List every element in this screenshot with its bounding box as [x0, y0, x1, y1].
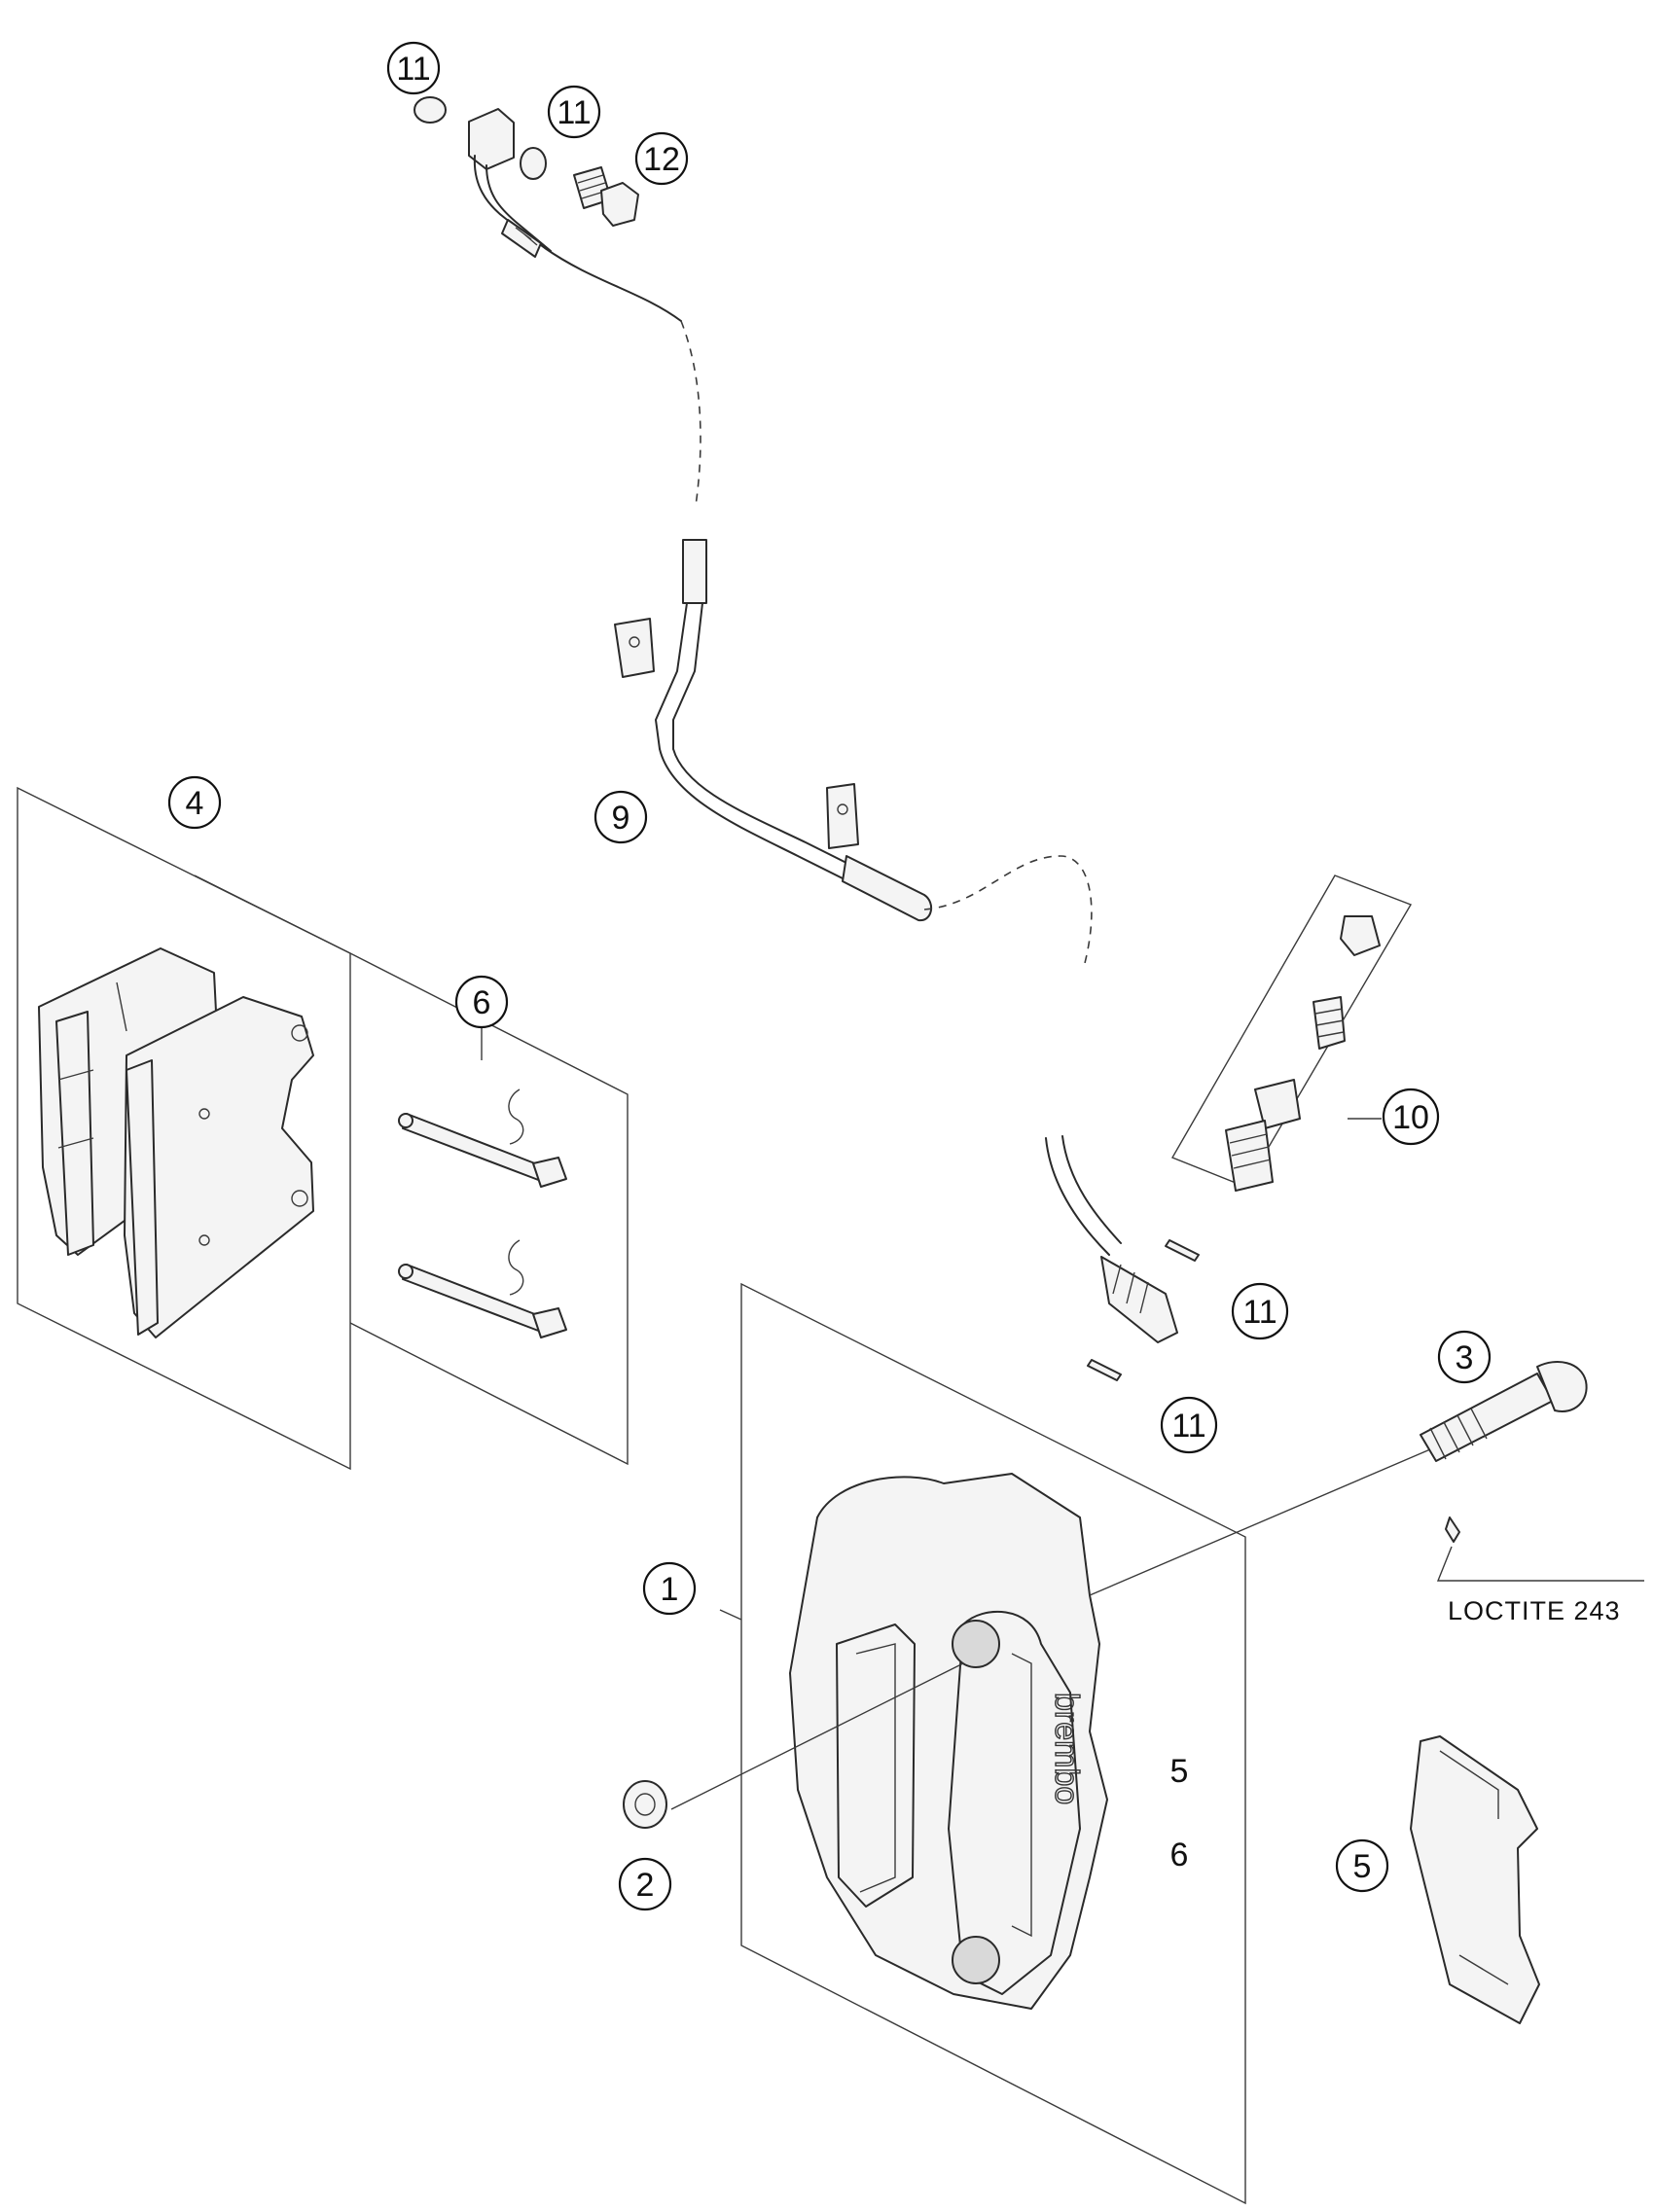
hose-crimp-middle	[682, 539, 707, 604]
caliper-bolt-hole-bottom	[952, 1936, 1000, 1984]
washer-top-left	[414, 96, 447, 124]
svg-text:9: 9	[612, 800, 630, 837]
svg-text:10: 10	[1392, 1099, 1429, 1136]
callout-2: 2	[618, 1857, 672, 1911]
svg-text:11: 11	[1171, 1408, 1205, 1445]
hose-bracket-upper	[614, 618, 655, 678]
banjo-bolt	[573, 166, 639, 227]
hose-fitting-lower	[1100, 1256, 1178, 1343]
callout-1: 1	[642, 1561, 697, 1616]
loctite-note: LOCTITE 243	[1448, 1596, 1621, 1625]
callout-12: 12	[634, 131, 689, 186]
caliper-washer	[623, 1780, 667, 1829]
callout-5-spring: 5	[1335, 1838, 1389, 1893]
hose-crimp-top	[501, 219, 542, 258]
svg-text:11: 11	[557, 94, 591, 131]
callout-11-a: 11	[1231, 1282, 1289, 1340]
svg-text:5: 5	[1353, 1848, 1372, 1885]
svg-text:6: 6	[473, 984, 491, 1021]
bleeder-kit	[1170, 874, 1413, 1192]
brake-caliper: brembo	[670, 1282, 1431, 2205]
hose-bracket-lower	[826, 783, 859, 849]
pad-pin-lower	[402, 1264, 546, 1333]
bleeder-screw-head	[1254, 1079, 1301, 1129]
svg-text:11: 11	[396, 51, 430, 88]
svg-text:3: 3	[1456, 1339, 1474, 1376]
caliper-bolt-hole-top	[952, 1620, 1000, 1668]
callout-11-b: 11	[1160, 1396, 1218, 1454]
svg-text:4: 4	[186, 785, 204, 822]
hose-crimp-lower	[842, 855, 933, 922]
callout-9: 9	[593, 790, 648, 844]
callout-3: 3	[1437, 1330, 1492, 1384]
pad-pin-upper	[402, 1113, 546, 1182]
svg-text:11: 11	[1242, 1294, 1276, 1331]
brake-pad-front	[124, 996, 314, 1338]
callout-10: 10	[1382, 1088, 1440, 1146]
caliper-mounting-bolt	[1420, 1361, 1644, 1582]
caliper-brand-logo: brembo	[1048, 1693, 1085, 1804]
label-6-caliper: 6	[1170, 1837, 1189, 1873]
brake-hose	[414, 96, 1178, 1343]
loctite-drop-icon	[1445, 1516, 1460, 1543]
caliper-cover	[948, 1611, 1081, 1995]
o-ring-lower	[1087, 1359, 1122, 1381]
svg-text:2: 2	[636, 1867, 655, 1904]
callout-11-top: 11	[386, 41, 441, 95]
callout-4: 4	[167, 775, 222, 830]
washer-top-right	[520, 147, 547, 180]
svg-text:1: 1	[661, 1571, 679, 1608]
label-5-caliper: 5	[1170, 1753, 1189, 1790]
brake-pad-set	[17, 786, 351, 1471]
svg-text:12: 12	[643, 141, 680, 178]
callout-11-middle: 11	[547, 85, 601, 139]
pad-spring	[1410, 1735, 1540, 2024]
caliper-pad-slot	[836, 1623, 916, 1908]
pad-pin-kit	[349, 952, 629, 1466]
bleeder-cap	[1340, 915, 1381, 956]
o-ring-upper	[1165, 1239, 1200, 1262]
callout-6-pins: 6	[454, 975, 509, 1029]
banjo-fitting-top	[468, 108, 515, 170]
